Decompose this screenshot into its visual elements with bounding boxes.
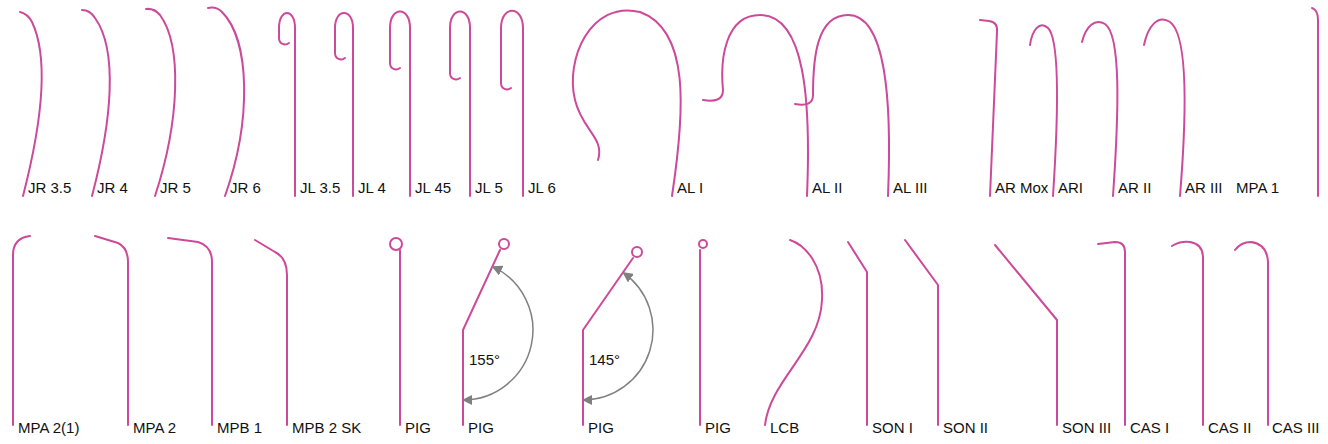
catheter-curve bbox=[168, 238, 212, 425]
catheter-label: CAS I bbox=[1130, 419, 1169, 437]
catheter-curve bbox=[82, 10, 110, 196]
pigtail-loop bbox=[499, 239, 509, 249]
catheter-label: JR 4 bbox=[97, 179, 128, 197]
catheter-curve bbox=[463, 250, 500, 425]
catheter-curve bbox=[1312, 8, 1318, 196]
catheter-label: AL I bbox=[677, 179, 703, 197]
catheter-curve bbox=[980, 20, 997, 196]
catheter-label: PIG bbox=[405, 419, 431, 437]
pigtail-loop bbox=[632, 247, 642, 257]
catheter-label: CAS III bbox=[1272, 419, 1320, 437]
catheter-curve bbox=[13, 236, 30, 425]
catheter-curve bbox=[279, 13, 295, 196]
catheter-curve bbox=[1235, 242, 1268, 425]
catheter-curve bbox=[1098, 242, 1125, 425]
catheter-label: AL III bbox=[893, 179, 927, 197]
angle-label: 155° bbox=[469, 351, 500, 369]
catheter-label: JL 6 bbox=[528, 179, 556, 197]
catheter-curve bbox=[1172, 242, 1203, 425]
catheter-label: SON II bbox=[943, 419, 988, 437]
catheter-label: AL II bbox=[812, 179, 842, 197]
catheter-label: MPA 1 bbox=[1236, 179, 1279, 197]
catheter-label: AR III bbox=[1185, 179, 1223, 197]
catheter-label: ARI bbox=[1058, 179, 1083, 197]
catheter-label: MPA 2 bbox=[133, 419, 176, 437]
catheter-label: MPB 2 SK bbox=[292, 419, 361, 437]
pigtail-loop bbox=[390, 238, 402, 250]
angle-arc bbox=[463, 267, 533, 400]
catheter-label: MPB 1 bbox=[217, 419, 262, 437]
catheter-curve bbox=[699, 250, 701, 425]
catheter-label: JL 4 bbox=[358, 179, 386, 197]
catheter-label: PIG bbox=[705, 419, 731, 437]
catheter-curve bbox=[848, 242, 867, 425]
catheter-label: SON I bbox=[872, 419, 913, 437]
catheter-curve bbox=[1144, 19, 1185, 196]
pigtail-loop bbox=[699, 240, 707, 248]
catheter-label: LCB bbox=[770, 419, 799, 437]
catheter-curve bbox=[335, 13, 353, 196]
catheter-label: JR 6 bbox=[230, 179, 261, 197]
catheter-curve bbox=[501, 11, 523, 196]
catheter-curve bbox=[255, 240, 287, 425]
catheter-curve bbox=[1030, 25, 1057, 196]
angle-arc bbox=[583, 273, 653, 400]
catheter-curve bbox=[146, 9, 175, 196]
catheter-label: AR Mox bbox=[995, 179, 1048, 197]
angle-label: 145° bbox=[589, 351, 620, 369]
catheter-curve bbox=[95, 236, 128, 425]
catheter-curve bbox=[208, 8, 244, 197]
catheter-label: SON III bbox=[1062, 419, 1111, 437]
catheter-label: PIG bbox=[468, 419, 494, 437]
catheter-label: CAS II bbox=[1208, 419, 1251, 437]
catheter-label: JR 5 bbox=[160, 179, 191, 197]
catheter-curve bbox=[573, 10, 681, 196]
catheter-label: JR 3.5 bbox=[28, 179, 71, 197]
catheter-curve bbox=[390, 12, 410, 197]
catheter-curve bbox=[703, 15, 808, 196]
catheter-label: JL 45 bbox=[415, 179, 451, 197]
catheter-label: JL 3.5 bbox=[300, 179, 340, 197]
catheter-curve bbox=[905, 240, 938, 425]
catheter-curve bbox=[450, 12, 470, 197]
catheter-label: MPA 2(1) bbox=[18, 419, 79, 437]
catheter-curve bbox=[795, 15, 889, 196]
catheter-curve bbox=[20, 12, 42, 196]
catheter-curve bbox=[399, 250, 401, 425]
catheter-curve bbox=[1082, 22, 1117, 196]
catheter-label: PIG bbox=[588, 419, 614, 437]
catheter-label: AR II bbox=[1118, 179, 1151, 197]
catheter-label: JL 5 bbox=[475, 179, 503, 197]
catheter-curve bbox=[995, 245, 1057, 425]
catheter-curve bbox=[765, 240, 822, 425]
